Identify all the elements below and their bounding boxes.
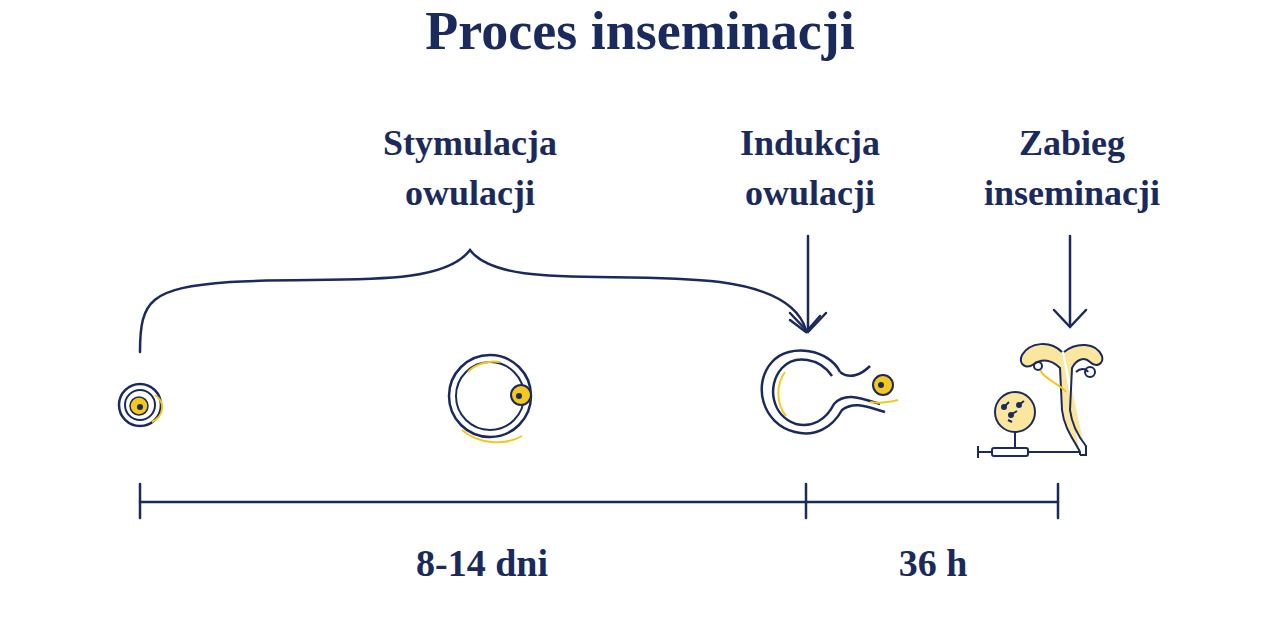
insemination-illustration xyxy=(978,344,1102,458)
duration-label: 36 h xyxy=(899,540,968,586)
arrowhead xyxy=(1054,310,1086,327)
arrow xyxy=(807,236,810,330)
arrow xyxy=(1069,236,1072,326)
step-label: Indukcja owulacji xyxy=(685,118,935,218)
tick xyxy=(1057,484,1060,518)
arrowhead xyxy=(790,313,826,332)
tick xyxy=(805,484,808,518)
duration-label: 8-14 dni xyxy=(416,540,548,586)
bracket xyxy=(140,250,806,352)
growing-follicle xyxy=(449,355,531,442)
timeline xyxy=(140,501,1058,504)
small-follicle xyxy=(119,384,162,426)
step-label: Zabieg inseminacji xyxy=(947,118,1197,218)
tick xyxy=(139,484,142,518)
ovulating-follicle xyxy=(762,351,898,434)
step-label: Stymulacja owulacji xyxy=(345,118,595,218)
diagram-title: Proces inseminacji xyxy=(425,2,854,61)
